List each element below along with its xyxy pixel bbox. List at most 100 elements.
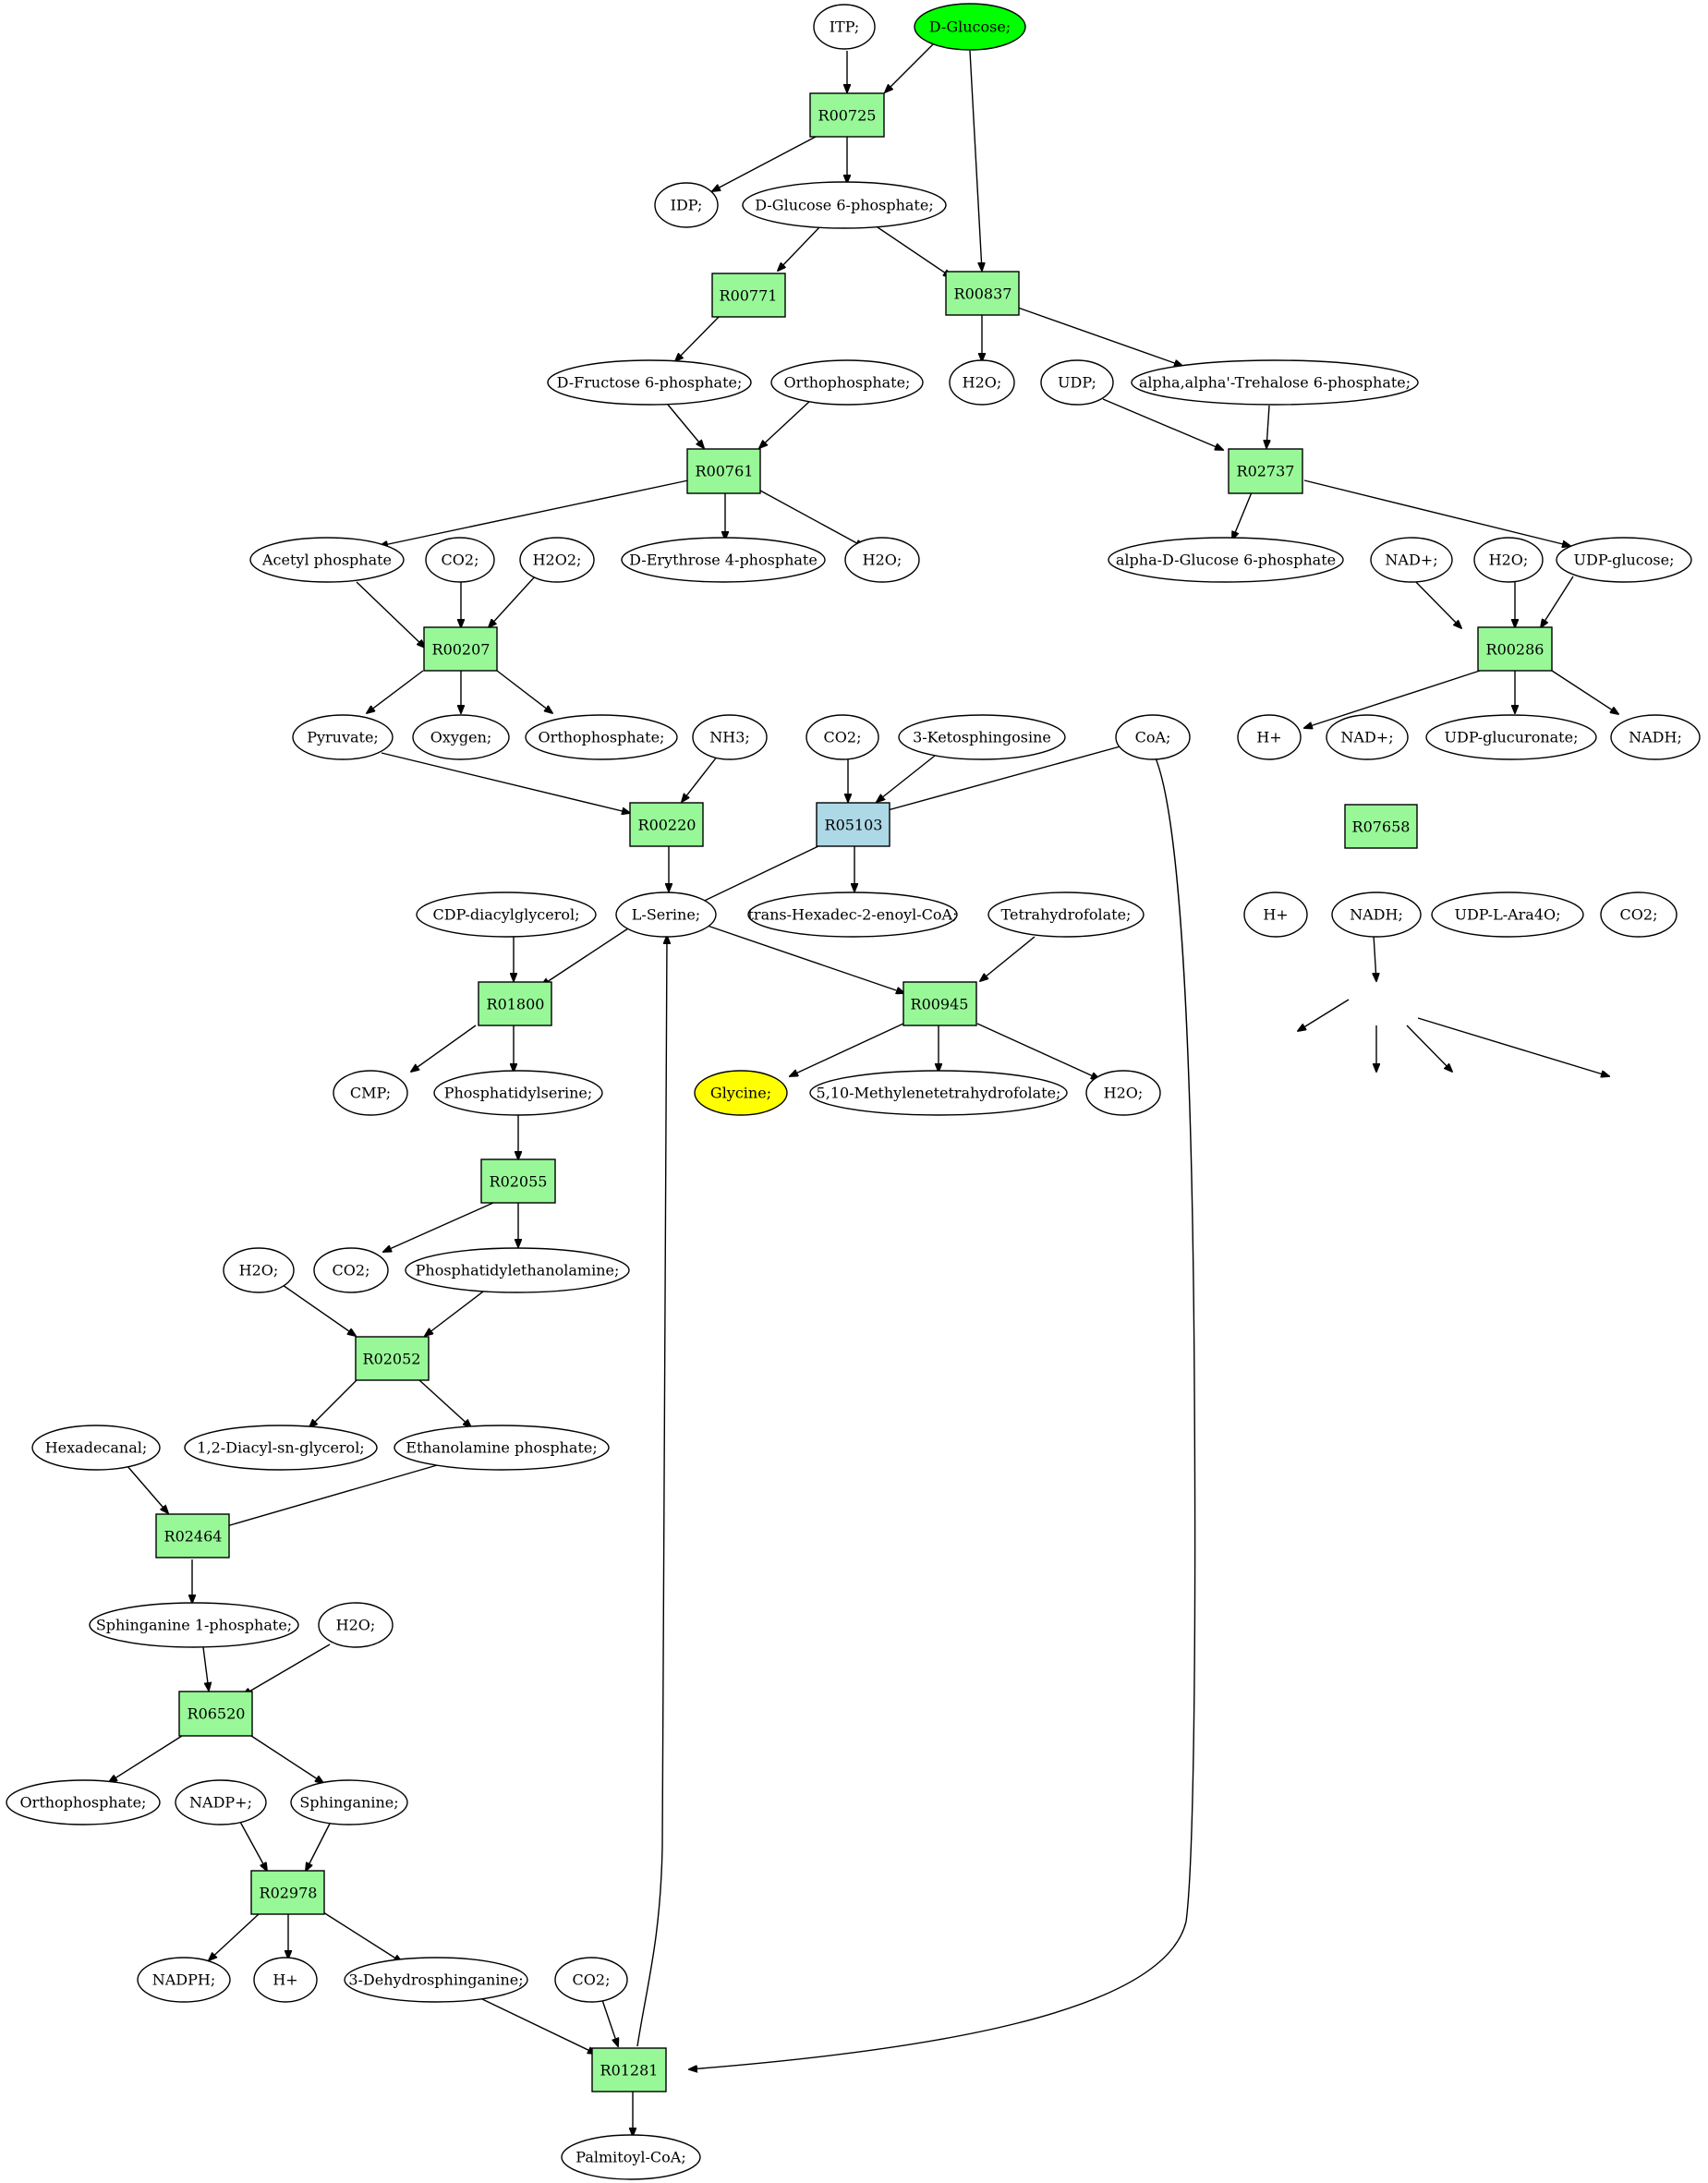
metabolite-hexadecanal[interactable]: Hexadecanal; <box>31 1425 161 1471</box>
edge <box>636 936 667 2047</box>
metabolite-shape <box>223 1247 295 1293</box>
metabolite-phosphatidylserine[interactable]: Phosphatidylserine; <box>433 1070 603 1116</box>
metabolite-3-dehydrosphinganine[interactable]: 3-Dehydrosphinganine; <box>344 1957 528 2003</box>
metabolite-h2o[interactable]: H2O; <box>318 1602 394 1648</box>
metabolite-cmp[interactable]: CMP; <box>333 1070 408 1116</box>
metabolite-itp[interactable]: ITP; <box>813 4 876 50</box>
reaction-r02737[interactable]: R02737 <box>1228 448 1303 494</box>
metabolite-orthophosphate[interactable]: Orthophosphate; <box>6 1779 161 1825</box>
reaction-r00207[interactable]: R00207 <box>423 626 498 672</box>
reaction-box <box>816 802 890 847</box>
metabolite-label: NADP+; <box>189 1794 252 1812</box>
metabolite-udp-glucuronate[interactable]: UDP-glucuronate; <box>1425 714 1597 760</box>
metabolite-h2o[interactable]: H2O; <box>844 537 920 583</box>
metabolite-nadh[interactable]: NADH; <box>1610 714 1701 760</box>
metabolite-acetyl-phosphate[interactable]: Acetyl phosphate <box>249 537 405 583</box>
metabolite-co2[interactable]: CO2; <box>313 1247 389 1293</box>
metabolite-tetrahydrofolate[interactable]: Tetrahydrofolate; <box>987 891 1145 938</box>
metabolite-co2[interactable]: CO2; <box>1600 891 1678 938</box>
reaction-r00771[interactable]: R00771 <box>711 273 786 318</box>
metabolite-pyruvate[interactable]: Pyruvate; <box>292 714 394 760</box>
edge <box>418 1379 471 1427</box>
edge <box>885 43 934 92</box>
metabolite-h2o[interactable]: H2O; <box>1473 537 1544 583</box>
metabolite-h-plus[interactable]: H+ <box>1237 714 1302 760</box>
edge <box>209 1913 260 1960</box>
edge <box>877 755 936 802</box>
reaction-r02055[interactable]: R02055 <box>480 1158 556 1204</box>
reaction-r00286[interactable]: R00286 <box>1477 626 1553 672</box>
metabolite-udp-l-ara4o[interactable]: UDP-L-Ara4O; <box>1431 891 1584 938</box>
metabolite-h2o[interactable]: H2O; <box>223 1247 295 1293</box>
reaction-label: R02978 <box>260 1885 318 1902</box>
edge <box>306 1821 332 1871</box>
edge <box>250 1735 323 1783</box>
metabolite-sphinganine-1-phosphate[interactable]: Sphinganine 1-phosphate; <box>89 1602 299 1648</box>
metabolite-d-fructose-6-phosphate[interactable]: D-Fructose 6-phosphate; <box>547 359 752 406</box>
reaction-r06520[interactable]: R06520 <box>178 1691 253 1737</box>
reaction-r00725[interactable]: R00725 <box>809 92 885 138</box>
edge <box>1417 1017 1609 1076</box>
reaction-r00220[interactable]: R00220 <box>629 802 704 847</box>
metabolite-sphinganine[interactable]: Sphinganine; <box>290 1779 408 1825</box>
metabolite-label: CO2; <box>824 729 862 746</box>
metabolite-coa[interactable]: CoA; <box>1115 714 1191 760</box>
metabolite-nad[interactable]: NAD+; <box>1326 714 1409 760</box>
reaction-r02052[interactable]: R02052 <box>355 1336 430 1381</box>
metabolite-orthophosphate[interactable]: Orthophosphate; <box>770 359 924 406</box>
reaction-r00837[interactable]: R00837 <box>945 271 1020 316</box>
metabolite-co2[interactable]: CO2; <box>425 537 495 583</box>
metabolite-nadh[interactable]: NADH; <box>1331 891 1422 938</box>
reaction-label: R02055 <box>490 1173 548 1191</box>
reaction-r00761[interactable]: R00761 <box>686 448 761 494</box>
reaction-r01800[interactable]: R01800 <box>478 981 552 1026</box>
metabolite-nadph[interactable]: NADPH; <box>137 1957 231 2003</box>
metabolite-ethanolamine-phosphate[interactable]: Ethanolamine phosphate; <box>394 1425 610 1471</box>
metabolite-co2[interactable]: CO2; <box>554 1957 628 2003</box>
metabolite-orthophosphate[interactable]: Orthophosphate; <box>525 714 678 760</box>
edge <box>969 50 982 271</box>
metabolite-shape <box>742 181 947 229</box>
metabolite-udp[interactable]: UDP; <box>1040 359 1114 406</box>
reaction-r01281[interactable]: R01281 <box>591 2047 667 2092</box>
metabolite-shape <box>914 3 1026 51</box>
metabolite-h2o[interactable]: H2O; <box>1085 1070 1161 1116</box>
metabolite-shape <box>809 1070 1068 1116</box>
metabolite-nh3[interactable]: NH3; <box>692 714 768 760</box>
metabolite-h-plus[interactable]: H+ <box>253 1957 318 2003</box>
metabolite-glycine[interactable]: Glycine; <box>694 1070 788 1116</box>
metabolite-nadp[interactable]: NADP+; <box>175 1779 267 1825</box>
metabolite-1-2-diacyl-sn-glycerol[interactable]: 1,2-Diacyl-sn-glycerol; <box>184 1425 378 1471</box>
reaction-r00945[interactable]: R00945 <box>902 981 977 1026</box>
metabolite-idp[interactable]: IDP; <box>654 182 719 228</box>
reaction-label: R07658 <box>1352 819 1411 836</box>
metabolite-h-plus[interactable]: H+ <box>1243 891 1308 938</box>
metabolite-udp-glucose[interactable]: UDP-glucose; <box>1556 537 1692 583</box>
metabolite-trans-hexadec-2-enoyl-coa[interactable]: trans-Hexadec-2-enoyl-CoA; <box>747 891 958 938</box>
metabolite-cdp-diacylglycerol[interactable]: CDP-diacylglycerol; <box>416 891 597 938</box>
metabolite-3-ketosphingosine[interactable]: 3-Ketosphingosine <box>898 714 1066 760</box>
reaction-box <box>591 2047 667 2092</box>
metabolite-alpha-d-glucose-6-phosphate[interactable]: alpha-D-Glucose 6-phosphate <box>1108 537 1344 583</box>
reaction-r02464[interactable]: R02464 <box>155 1513 230 1558</box>
metabolite-l-serine[interactable]: L-Serine; <box>615 891 717 938</box>
reaction-box <box>902 981 977 1026</box>
metabolite-d-glucose-6-phosphate[interactable]: D-Glucose 6-phosphate; <box>742 181 947 229</box>
metabolite-nad[interactable]: NAD+; <box>1370 537 1453 583</box>
metabolite-co2[interactable]: CO2; <box>806 714 879 760</box>
metabolite-palmitoyl-coa[interactable]: Palmitoyl-CoA; <box>561 2134 701 2180</box>
reaction-r05103[interactable]: R05103 <box>816 802 890 847</box>
metabolite-oxygen[interactable]: Oxygen; <box>412 714 510 760</box>
metabolite-d-glucose[interactable]: D-Glucose; <box>914 3 1026 51</box>
reaction-r07658[interactable]: R07658 <box>1344 804 1418 849</box>
reaction-label: R00286 <box>1486 641 1544 659</box>
metabolite-d-erythrose-4-phosphate[interactable]: D-Erythrose 4-phosphate <box>621 537 826 583</box>
metabolite-h2o2[interactable]: H2O2; <box>519 537 595 583</box>
metabolite-trehalose-6-phosphate[interactable]: alpha,alpha'-Trehalose 6-phosphate; <box>1131 359 1419 406</box>
metabolite-h2o[interactable]: H2O; <box>949 359 1015 406</box>
metabolite-label: CO2; <box>442 552 479 569</box>
reaction-r02978[interactable]: R02978 <box>250 1870 325 1915</box>
metabolite-shape <box>547 359 752 406</box>
metabolite-5-10-methylenetetrahydrofolate[interactable]: 5,10-Methylenetetrahydrofolate; <box>809 1070 1068 1116</box>
metabolite-phosphatidylethanolamine[interactable]: Phosphatidylethanolamine; <box>405 1247 630 1293</box>
